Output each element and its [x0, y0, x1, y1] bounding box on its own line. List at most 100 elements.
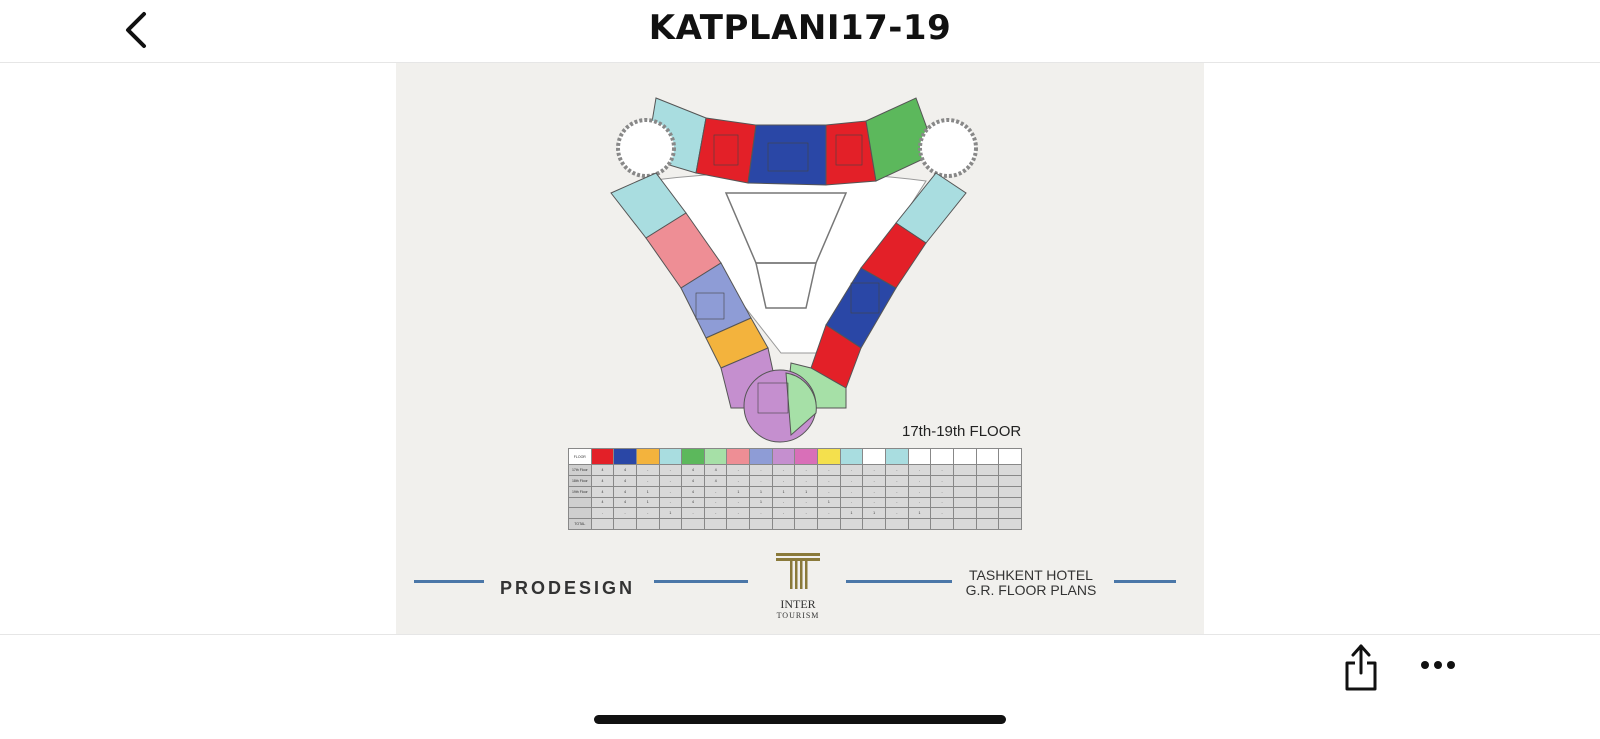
table-cell: - [839, 485, 864, 498]
table-cell: - [907, 496, 932, 509]
table-cell: - [884, 507, 909, 520]
share-button[interactable] [1343, 641, 1379, 693]
table-cell: - [635, 507, 660, 520]
table-cell [794, 518, 819, 530]
table-cell [862, 518, 886, 530]
table-cell: - [703, 496, 728, 509]
table-cell: - [817, 464, 841, 476]
table-cell: - [884, 474, 909, 487]
table-cell: 4 [681, 485, 705, 498]
table-cell: - [930, 496, 954, 509]
table-cell: 1 [862, 507, 886, 520]
floor-plan-drawing [610, 97, 978, 443]
table-cell: - [771, 464, 796, 476]
more-button[interactable] [1420, 653, 1456, 677]
footer-divider [414, 580, 484, 583]
table-cell: - [839, 496, 864, 509]
table-cell: - [771, 507, 796, 520]
table-cell: - [794, 507, 819, 520]
table-cell: 4 [590, 474, 615, 487]
table-cell [975, 474, 1000, 487]
table-cell [568, 496, 592, 509]
table-cell [726, 518, 751, 530]
table-header-cell [726, 447, 751, 466]
table-cell: - [613, 507, 637, 520]
table-cell: 1 [771, 485, 796, 498]
table-cell: - [884, 464, 909, 476]
table-cell: - [635, 464, 660, 476]
table-cell: - [907, 474, 932, 487]
table-cell [817, 518, 841, 530]
table-cell: - [930, 464, 954, 476]
table-header-cell [817, 447, 841, 466]
table-cell [998, 518, 1022, 530]
table-cell: 4 [681, 464, 705, 476]
table-cell [998, 464, 1022, 476]
share-icon [1345, 644, 1377, 691]
table-cell: - [839, 474, 864, 487]
table-cell: TOTAL [568, 518, 592, 530]
table-cell: - [930, 485, 954, 498]
table-cell: - [658, 474, 683, 487]
table-cell [613, 518, 637, 530]
home-indicator[interactable] [594, 715, 1006, 724]
table-cell: 1 [635, 496, 660, 509]
table-cell: - [794, 474, 819, 487]
table-header-cell [681, 447, 705, 466]
table-header-cell [590, 447, 615, 466]
table-cell [907, 518, 932, 530]
table-cell [884, 518, 909, 530]
table-cell: - [839, 464, 864, 476]
table-cell: - [817, 474, 841, 487]
table-cell: 4 [613, 474, 637, 487]
table-cell: 19th Floor [568, 485, 592, 498]
table-cell [952, 485, 977, 498]
table-cell: - [930, 474, 954, 487]
page-title: KATPLANI17-19 [648, 8, 952, 48]
table-header-cell [998, 447, 1022, 466]
table-cell: - [884, 485, 909, 498]
table-cell [703, 518, 728, 530]
more-icon [1421, 661, 1455, 669]
table-cell: 1 [749, 485, 773, 498]
table-cell [568, 507, 592, 520]
top-bar: KATPLANI17-19 [0, 0, 1600, 63]
table-cell: 4 [681, 496, 705, 509]
table-cell: - [726, 474, 751, 487]
table-cell: - [703, 507, 728, 520]
table-cell: 4 [613, 464, 637, 476]
table-cell: 1 [635, 485, 660, 498]
table-cell: - [907, 485, 932, 498]
table-header-cell: FLOOR [568, 447, 592, 466]
table-cell: 4 [590, 496, 615, 509]
table-cell: - [726, 507, 751, 520]
table-header-cell [930, 447, 954, 466]
table-cell: 4 [681, 474, 705, 487]
table-header-cell [839, 447, 864, 466]
table-cell: - [658, 464, 683, 476]
table-cell [952, 496, 977, 509]
table-cell: - [635, 474, 660, 487]
table-cell: 17th Floor [568, 464, 592, 476]
back-button[interactable] [118, 10, 158, 50]
table-cell: 4 [703, 464, 728, 476]
footer-divider [846, 580, 952, 583]
table-cell: - [817, 485, 841, 498]
table-header-cell [862, 447, 886, 466]
table-cell: - [726, 496, 751, 509]
table-cell [952, 507, 977, 520]
hotel-caption: TASHKENT HOTEL G.R. FLOOR PLANS [965, 567, 1097, 598]
table-cell [658, 518, 683, 530]
table-cell: - [862, 485, 886, 498]
table-cell: - [726, 464, 751, 476]
table-cell: 1 [726, 485, 751, 498]
table-cell [998, 496, 1022, 509]
table-cell: - [862, 464, 886, 476]
table-cell: - [771, 496, 796, 509]
